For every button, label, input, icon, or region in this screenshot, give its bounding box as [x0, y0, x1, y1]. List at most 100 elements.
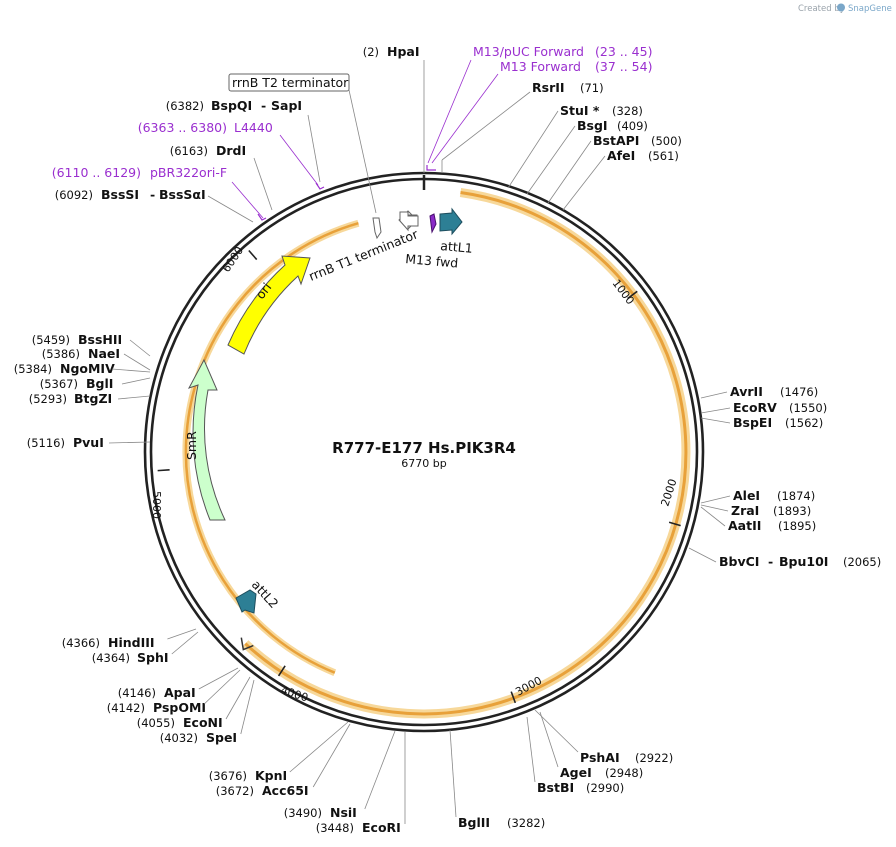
enzyme-position: (3282) [507, 816, 545, 830]
enzyme-name: HpaI [387, 44, 420, 59]
enzyme-position: (5384) [14, 362, 52, 376]
attl2-feature-arrow[interactable] [235, 589, 257, 614]
enzyme-separator: - [768, 554, 773, 569]
rrnb-t2-terminator-arrow[interactable] [372, 217, 382, 240]
attl1-feature-arrow[interactable] [439, 207, 463, 236]
m13-fwd-primer-mark[interactable] [429, 213, 437, 234]
leader-line [312, 723, 351, 788]
insert-arrowhead [240, 637, 254, 651]
m13-fwd-label: M13 fwd [405, 251, 459, 271]
created-by-label: Created by [798, 4, 845, 14]
leader-line [108, 441, 151, 444]
leader-line [441, 91, 531, 161]
leader-line [207, 195, 254, 223]
snapgene-logo-icon [837, 3, 845, 12]
leader-line [449, 729, 457, 818]
enzyme-position: (5459) [32, 333, 70, 347]
enzyme-name: EcoNI [183, 715, 223, 730]
enzyme-name: DrdI [216, 143, 246, 158]
primer-name: L4440 [234, 120, 273, 135]
enzyme-position: (4032) [160, 731, 198, 745]
enzyme-position: (6382) [166, 99, 204, 113]
insert-region [182, 188, 691, 719]
rrnb-t2-box [228, 73, 350, 92]
enzyme-name: NsiI [330, 805, 357, 820]
enzyme-name: SapI [271, 98, 302, 113]
enzyme-name: PspOMI [153, 700, 206, 715]
enzyme-position: (5386) [42, 347, 80, 361]
rrnb-t1-terminator-shape [399, 211, 419, 232]
enzyme-position: (4142) [107, 701, 145, 715]
enzyme-name: SphI [137, 650, 169, 665]
primer-name: M13/pUC Forward [473, 44, 584, 59]
enzyme-name: BspQI [211, 98, 252, 113]
enzyme-name: NgoMIV [60, 361, 115, 376]
smr-label: SmR [184, 431, 199, 460]
enzyme-name: ApaI [164, 685, 196, 700]
enzyme-name: BstAPI [593, 133, 639, 148]
rrnb-t2-leader-line [348, 89, 377, 214]
enzyme-name: PshAI [580, 750, 620, 765]
primer-site-mark [315, 182, 325, 190]
enzyme-name: StuI * [560, 103, 600, 118]
enzyme-separator: - [261, 98, 266, 113]
leader-line [123, 353, 151, 371]
primer-range: (6363 .. 6380) [138, 120, 227, 135]
enzyme-name: BbvCI [719, 554, 759, 569]
rrnb-t2-label-box: rrnB T2 terminator [228, 73, 377, 214]
enzyme-name: BsgI [577, 118, 608, 133]
enzyme-position: (4146) [118, 686, 156, 700]
enzyme-name: BglI [86, 376, 113, 391]
enzyme-name: EcoRI [362, 820, 401, 835]
leader-line [171, 631, 199, 655]
enzyme-position: (5367) [40, 377, 78, 391]
leader-line [700, 504, 729, 512]
enzyme-separator: - [150, 187, 155, 202]
enzyme-position: (4364) [92, 651, 130, 665]
enzyme-position: (1893) [773, 504, 811, 518]
enzyme-position: (1562) [785, 416, 823, 430]
enzyme-name: BssSI [101, 187, 139, 202]
leader-line [231, 181, 264, 219]
snapgene-branding: Created by SnapGene [798, 3, 892, 14]
smr-feature-arrow[interactable] [187, 358, 226, 521]
enzyme-name: BtgZI [74, 391, 112, 406]
snapgene-brand: SnapGene [848, 4, 892, 14]
enzyme-position: (1895) [778, 519, 816, 533]
primer-name: M13 Forward [500, 59, 581, 74]
enzyme-position: (3448) [316, 821, 354, 835]
leader-line [700, 407, 731, 414]
leader-line [198, 667, 239, 690]
enzyme-position: (1476) [780, 385, 818, 399]
leader-line [240, 679, 255, 735]
rrnb-t2-label: rrnB T2 terminator [232, 75, 349, 90]
enzyme-position: (2922) [635, 751, 673, 765]
leader-line [117, 395, 151, 400]
enzyme-name: EcoRV [733, 400, 777, 415]
enzyme-name: AleI [733, 488, 760, 503]
enzyme-name: AvrII [730, 384, 763, 399]
enzyme-name: Bpu10I [779, 554, 828, 569]
enzyme-name: BglII [458, 815, 490, 830]
insert-arc[interactable] [244, 191, 688, 716]
ori-feature-arrow[interactable] [227, 255, 311, 355]
leader-line [121, 377, 151, 385]
leader-line [547, 140, 592, 204]
insert-left-arc[interactable] [184, 221, 359, 674]
enzyme-position: (6163) [170, 144, 208, 158]
enzyme-name: BssSαI [159, 187, 206, 202]
enzyme-position: (2948) [605, 766, 643, 780]
enzyme-position: (561) [648, 149, 679, 163]
leader-line [307, 114, 321, 183]
leader-line [111, 368, 151, 373]
enzyme-name: PvuI [73, 435, 104, 450]
leader-line [700, 391, 728, 399]
leader-line [539, 711, 559, 768]
leader-line [364, 730, 396, 810]
enzyme-name: RsrII [532, 80, 565, 95]
attl1-label: attL1 [440, 238, 474, 256]
primer-range: (37 .. 54) [595, 59, 652, 74]
leader-line [526, 716, 536, 783]
enzyme-position: (409) [617, 119, 648, 133]
